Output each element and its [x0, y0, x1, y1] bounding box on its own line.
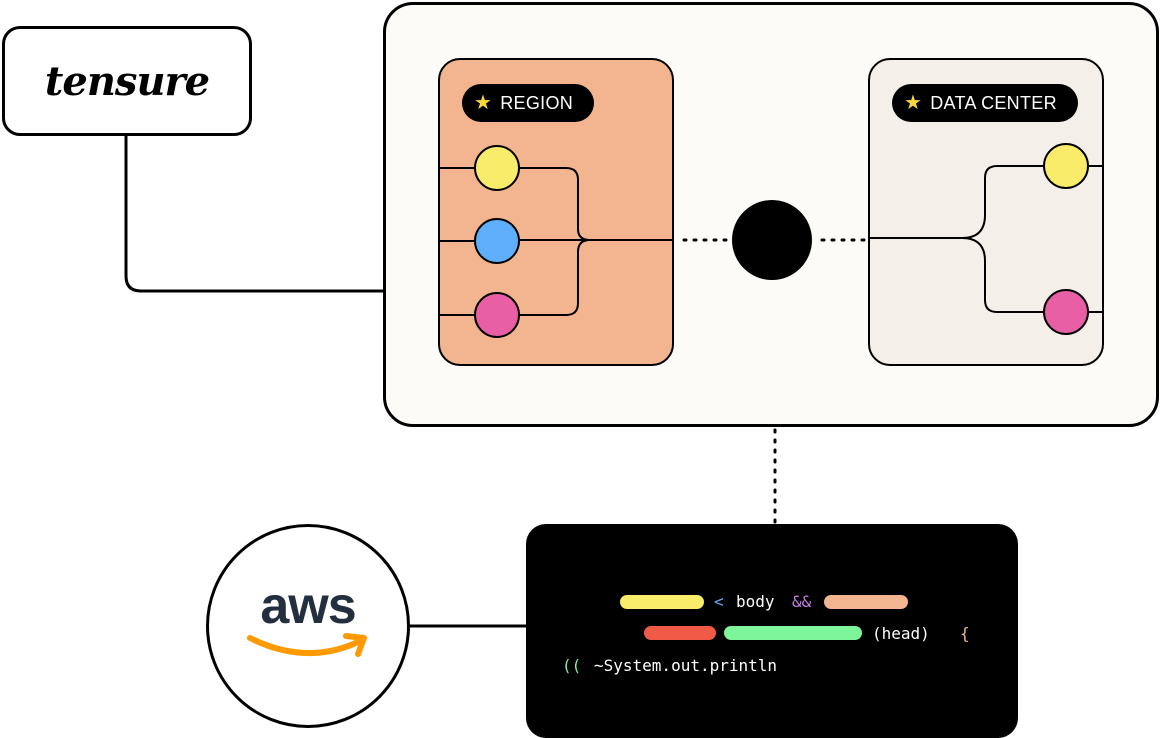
- data-center-label-pill: ★ DATA CENTER: [892, 84, 1078, 122]
- code-open-brace: {: [960, 624, 970, 643]
- tensure-logo-box: tensure: [2, 26, 252, 136]
- region-node-yellow: [474, 145, 520, 191]
- code-bar-red: [644, 626, 716, 640]
- star-icon: ★: [474, 92, 493, 114]
- region-tree-lines: [440, 167, 674, 316]
- code-double-paren: ((: [562, 656, 582, 675]
- code-paren-head: (head): [872, 624, 930, 643]
- code-word-body: body: [736, 592, 775, 611]
- code-and-operator: &&: [792, 592, 812, 611]
- region-label: REGION: [500, 92, 574, 113]
- aws-smile-icon: [247, 633, 367, 657]
- tensure-logo: tensure: [44, 57, 210, 105]
- code-bar-yellow: [620, 595, 704, 609]
- region-node-blue: [474, 218, 520, 264]
- data-center-tree-lines: [870, 165, 1104, 313]
- region-label-pill: ★ REGION: [462, 84, 594, 122]
- data-center-node-yellow: [1043, 143, 1089, 189]
- data-center-node-pink: [1043, 289, 1089, 335]
- aws-logo-circle: aws: [206, 524, 410, 728]
- hub-node: [732, 200, 812, 280]
- code-panel: < body && (head) { (( ~System.out.printl…: [526, 524, 1018, 738]
- data-center-label: DATA CENTER: [930, 92, 1057, 113]
- code-lt-symbol: <: [714, 592, 724, 611]
- tensure-to-panel-connector: [124, 136, 385, 293]
- code-system-out-println: ~System.out.println: [594, 656, 778, 675]
- code-bar-peach: [824, 595, 908, 609]
- region-node-pink: [474, 292, 520, 338]
- star-icon: ★: [904, 92, 923, 114]
- aws-logo-text: aws: [260, 577, 356, 635]
- code-bar-green: [724, 626, 862, 640]
